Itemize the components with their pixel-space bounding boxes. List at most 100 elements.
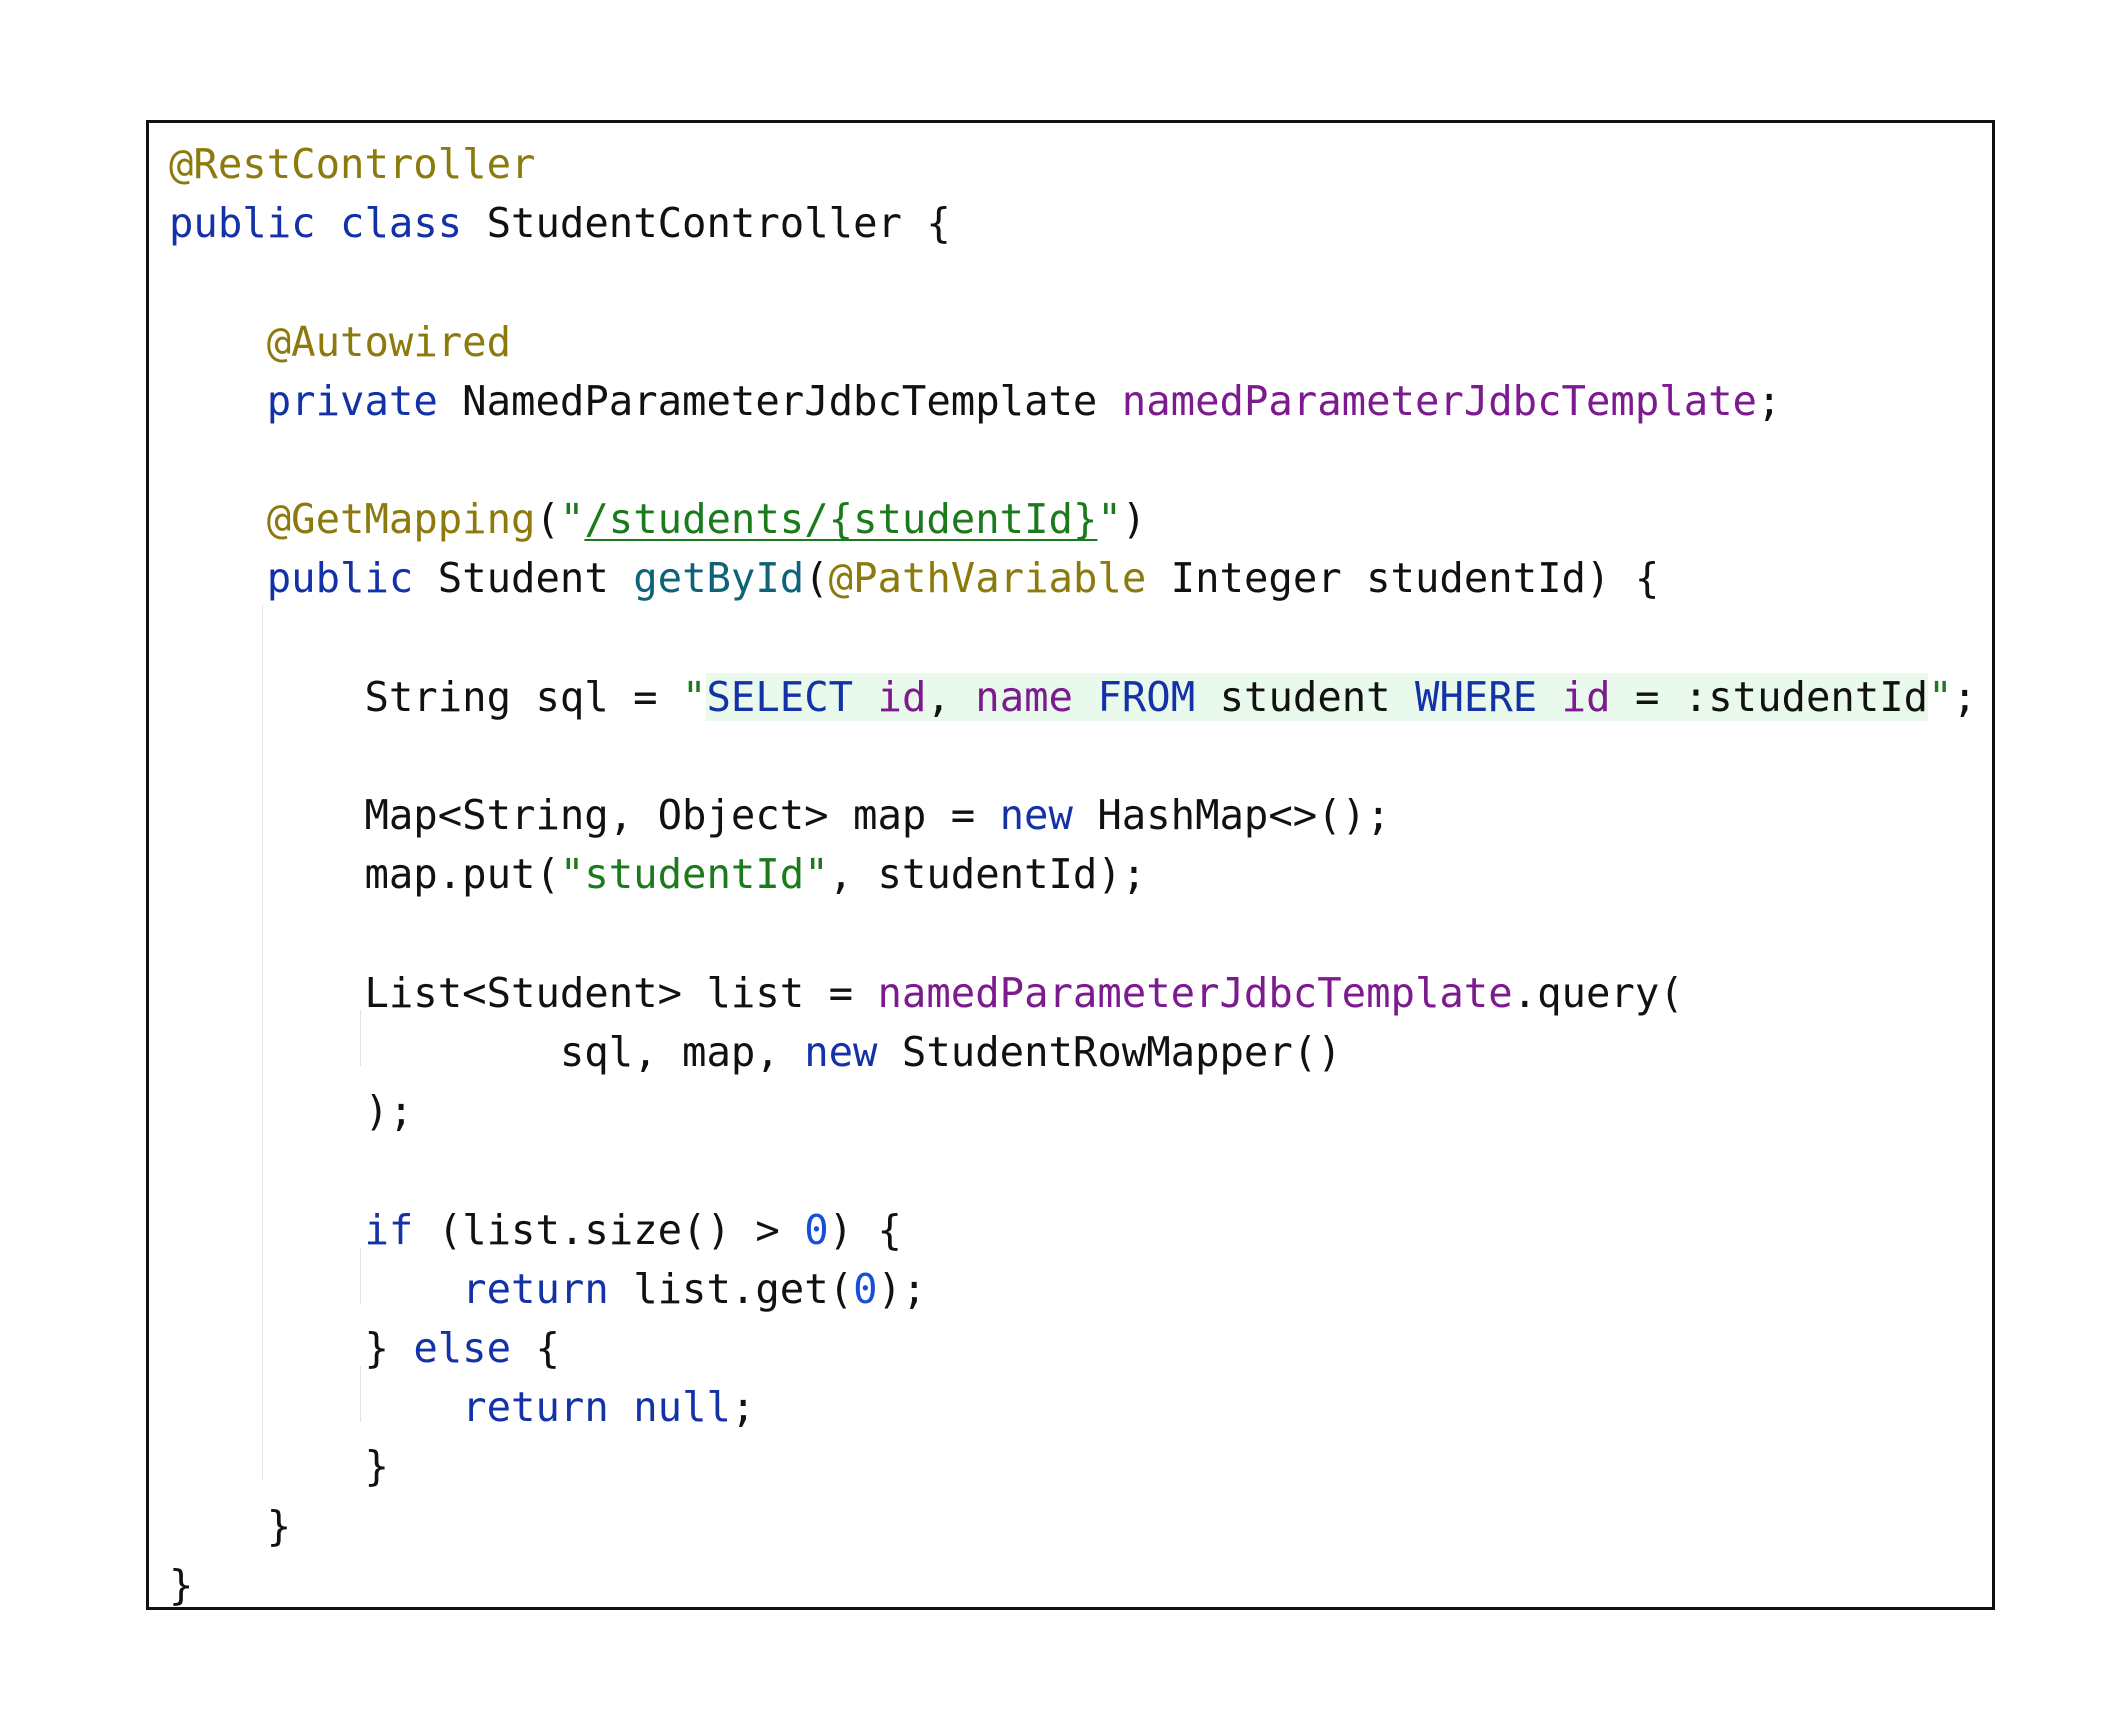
code-token: ) { [828, 1205, 902, 1254]
code-token: StudentController { [462, 199, 951, 248]
code-token: 0 [853, 1264, 878, 1313]
code-token: return [462, 1264, 609, 1313]
code-token [1073, 672, 1098, 721]
code-token: 0 [804, 1205, 829, 1254]
code-token: ; [730, 1383, 756, 1432]
code-line: } [169, 1497, 291, 1555]
code-token: student [1195, 672, 1416, 721]
code-token: , [926, 672, 976, 721]
code-token: "studentId" [559, 850, 829, 899]
code-line: Map<String, Object> map = new HashMap<>(… [169, 786, 1391, 844]
code-token: @GetMapping [266, 495, 536, 544]
code-token: .query( [1512, 968, 1684, 1017]
code-token [169, 1265, 462, 1313]
code-line: List<Student> list = namedParameterJdbcT… [169, 964, 1684, 1022]
code-token: WHERE [1415, 672, 1538, 721]
code-token: sql, map, [169, 1028, 805, 1076]
code-token: class [340, 199, 463, 248]
code-line: return null; [169, 1378, 755, 1436]
code-token: ); [169, 1087, 414, 1136]
indent-guide [360, 1248, 361, 1304]
code-token: ; [1756, 376, 1782, 425]
code-token: public [266, 554, 414, 603]
code-token: } [169, 1324, 414, 1372]
code-token [169, 554, 267, 602]
code-token: " [559, 495, 585, 544]
code-token: null [633, 1383, 731, 1432]
code-token: Student [413, 554, 634, 603]
code-token [169, 377, 267, 425]
code-snippet-frame: @RestController public class StudentContr… [146, 120, 1995, 1610]
code-token: private [266, 376, 438, 425]
code-token: FROM [1097, 672, 1196, 721]
code-token: " [1097, 495, 1122, 544]
code-token: (list.size() > [413, 1205, 805, 1254]
code-token: = :studentId [1610, 672, 1929, 721]
code-line: if (list.size() > 0) { [169, 1201, 902, 1259]
code-token: list.get( [608, 1264, 854, 1313]
code-token: String sql = [169, 672, 683, 721]
code-line: @GetMapping("/students/{studentId}") [169, 490, 1147, 548]
code-line: } [169, 1556, 193, 1614]
code-token: id [877, 672, 927, 721]
code-token: /students/{studentId} [584, 495, 1098, 544]
code-line: ); [169, 1082, 413, 1140]
code-token: Map<String, Object> map = [169, 791, 1000, 840]
indent-guide [360, 1366, 361, 1422]
code-line: } [169, 1437, 389, 1495]
code-token: List<Student> list = [169, 968, 878, 1017]
code-token: ( [535, 495, 560, 544]
code-token: " [1928, 672, 1953, 721]
code-line: @Autowired [169, 313, 511, 371]
code-token: return [462, 1383, 609, 1432]
code-token: public [169, 199, 316, 248]
code-token [169, 1206, 364, 1254]
code-token: { [511, 1324, 560, 1372]
code-token: @Autowired [266, 317, 512, 366]
code-token [609, 1383, 633, 1431]
code-token: HashMap<>(); [1072, 791, 1391, 840]
code-token [1537, 672, 1562, 721]
code-token: ( [804, 554, 829, 603]
code-token: } [169, 1501, 292, 1550]
code-line: public Student getById(@PathVariable Int… [169, 549, 1660, 607]
code-token: ); [877, 1264, 927, 1313]
indent-guide [360, 1010, 361, 1066]
code-token: new [804, 1028, 878, 1076]
code-token: id [1561, 672, 1611, 721]
indent-guide [262, 605, 263, 1480]
code-token: , studentId); [828, 850, 1147, 899]
code-token: if [364, 1205, 414, 1254]
code-token [853, 672, 878, 721]
code-token: namedParameterJdbcTemplate [1121, 376, 1757, 425]
code-token: } [169, 1442, 389, 1491]
code-token: @RestController [169, 140, 536, 188]
code-token: NamedParameterJdbcTemplate [437, 376, 1122, 425]
code-line: public class StudentController { [169, 194, 951, 252]
code-token [169, 1383, 462, 1431]
code-line: @RestController [169, 135, 535, 193]
code-token: StudentRowMapper() [877, 1028, 1342, 1076]
code-token [169, 318, 267, 366]
code-token [316, 199, 340, 247]
code-token: ) [1121, 495, 1147, 544]
code-token: @PathVariable [828, 554, 1147, 603]
code-token: } [169, 1560, 194, 1609]
code-token: name [975, 672, 1073, 721]
code-line: private NamedParameterJdbcTemplate named… [169, 372, 1782, 430]
code-line: return list.get(0); [169, 1260, 926, 1318]
code-line: String sql = "SELECT id, name FROM stude… [169, 668, 1977, 726]
code-token [169, 495, 267, 543]
code-token: else [413, 1324, 512, 1372]
code-token: Integer studentId) { [1146, 554, 1660, 603]
code-token: ; [1952, 672, 1977, 721]
code-token: namedParameterJdbcTemplate [877, 968, 1513, 1017]
code-line: sql, map, new StudentRowMapper() [169, 1023, 1342, 1081]
code-token: map.put( [169, 850, 560, 899]
code-token: SELECT [706, 672, 854, 721]
code-token: new [999, 791, 1073, 840]
code-token: " [682, 672, 707, 721]
code-line: } else { [169, 1319, 560, 1377]
code-token: getById [633, 554, 805, 603]
code-line: map.put("studentId", studentId); [169, 845, 1146, 903]
